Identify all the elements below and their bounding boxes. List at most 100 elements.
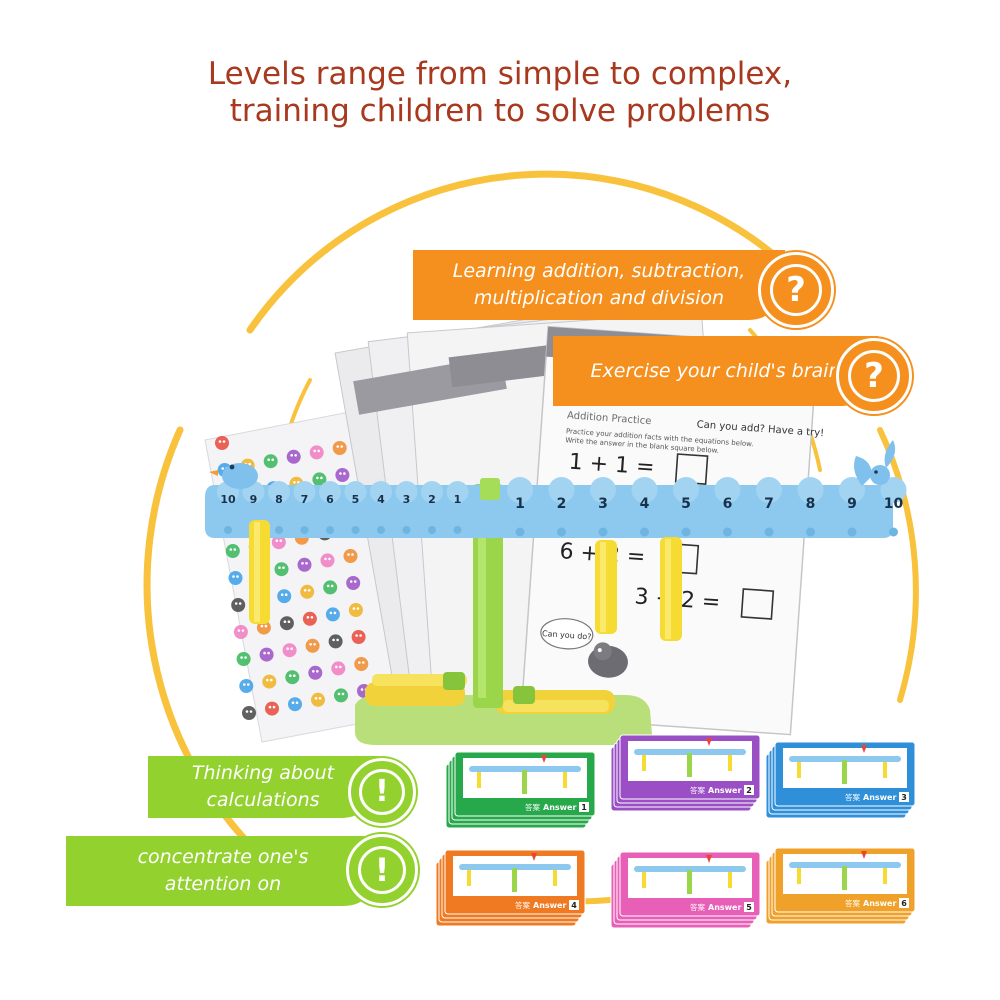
peg-hook[interactable] <box>598 527 608 537</box>
card-answer-cn: 答案 <box>525 802 540 812</box>
beam-number-left: 7 <box>301 493 309 506</box>
sticker-face <box>231 598 246 612</box>
beam-cell <box>446 481 469 503</box>
peg-hook[interactable] <box>326 526 334 534</box>
headline-line-2: training children to solve problems <box>229 93 771 129</box>
exclamation-icon: ! <box>348 758 416 826</box>
card-answer-cn: 答案 <box>845 792 860 802</box>
callout-brain-text: Exercise your child's brain <box>590 360 841 382</box>
peg-hook[interactable] <box>300 526 309 534</box>
beam-number-left: 8 <box>275 493 283 506</box>
card-answer-label: Answer <box>533 901 566 910</box>
callout-addition-line-1: Learning addition, subtraction, <box>452 260 746 282</box>
beam-cell <box>590 477 616 503</box>
beam-cell <box>839 477 865 503</box>
peg-hook[interactable] <box>453 526 462 534</box>
peg-hook[interactable] <box>275 526 283 534</box>
sticker-face <box>328 634 343 649</box>
sticker-face <box>346 576 361 590</box>
peg-hook[interactable] <box>806 527 815 537</box>
mascot-speech: Can you do? <box>542 629 592 641</box>
sticker-face <box>305 638 320 653</box>
mini-beam <box>634 749 746 755</box>
squirrel-icon <box>854 440 896 486</box>
peg-hook[interactable] <box>377 526 385 534</box>
beam-number-right: 2 <box>557 496 567 512</box>
card-answer-label: Answer <box>543 803 576 812</box>
sticker-face <box>236 652 251 666</box>
beam-number-right: 1 <box>515 496 525 512</box>
pivot <box>480 478 500 500</box>
weight-right-1 <box>595 540 617 634</box>
arrow-down-icon <box>541 755 547 763</box>
exclamation-mark-glyph: ! <box>359 769 405 815</box>
callout-brain: Exercise your child's brain <box>553 336 878 406</box>
beam-cell <box>268 481 290 503</box>
card-number: 6 <box>901 899 907 908</box>
callout-concentrate-line-1: concentrate one's <box>137 846 309 868</box>
sticker-face <box>343 549 358 563</box>
sticker-face <box>285 670 300 685</box>
sticker-face <box>325 607 340 622</box>
card-number: 2 <box>746 786 752 795</box>
beam-cell <box>421 481 443 503</box>
question-mark-glyph: ? <box>770 264 822 316</box>
headline-line-1: Levels range from simple to complex, <box>207 56 793 92</box>
beam-number-right: 7 <box>764 496 774 512</box>
mini-beam <box>469 766 581 772</box>
beam-number-left: 9 <box>250 493 258 506</box>
peg-hook[interactable] <box>640 527 649 537</box>
peg-hook[interactable] <box>764 527 774 537</box>
arrow-down-icon <box>861 851 867 859</box>
peg-hook[interactable] <box>889 527 898 537</box>
beam-cell <box>370 481 392 503</box>
sticker-face <box>282 643 297 658</box>
weights <box>249 520 682 641</box>
peg-hook[interactable] <box>224 526 232 534</box>
arrow-down-icon <box>706 855 712 863</box>
peg-hook[interactable] <box>428 526 436 534</box>
sticker-face <box>308 665 323 680</box>
mini-beam <box>459 864 571 870</box>
beam-number-left: 6 <box>326 493 334 506</box>
peg-hook[interactable] <box>515 527 525 537</box>
beam-cell <box>714 477 741 503</box>
sticker-face <box>300 584 315 599</box>
sticker-face <box>297 557 312 572</box>
beam-number-left: 1 <box>454 493 462 506</box>
beam-number-right: 4 <box>640 496 650 512</box>
card-answer-label: Answer <box>863 793 896 802</box>
question-icon: ? <box>836 338 912 414</box>
peg-hook[interactable] <box>847 527 857 537</box>
mini-beam <box>634 866 746 872</box>
sticker-face <box>302 611 317 626</box>
callout-concentrate-line-2: attention on <box>164 873 282 895</box>
card-answer-cn: 答案 <box>690 902 705 912</box>
sticker-face <box>311 692 325 707</box>
beam-cell <box>631 477 658 503</box>
beam-cell <box>673 477 699 503</box>
sticker-face <box>288 697 302 712</box>
peg-hook[interactable] <box>402 526 411 534</box>
sticker-face <box>279 616 294 631</box>
card-number: 3 <box>901 793 907 802</box>
sticker-face <box>274 562 289 577</box>
card-answer-label: Answer <box>708 903 741 912</box>
peg-hook[interactable] <box>557 527 566 537</box>
beam-number-right: 8 <box>806 496 816 512</box>
card-number: 5 <box>746 903 752 912</box>
sticker-face <box>271 535 286 550</box>
peg-hook[interactable] <box>351 526 360 534</box>
callout-addition-line-2: multiplication and division <box>473 287 725 309</box>
peg-hook[interactable] <box>723 527 732 537</box>
peg-hook[interactable] <box>681 527 691 537</box>
headline: Levels range from simple to complex, tra… <box>0 56 1000 130</box>
question-mark-glyph: ? <box>848 350 900 402</box>
beam-number-left: 4 <box>377 493 385 506</box>
